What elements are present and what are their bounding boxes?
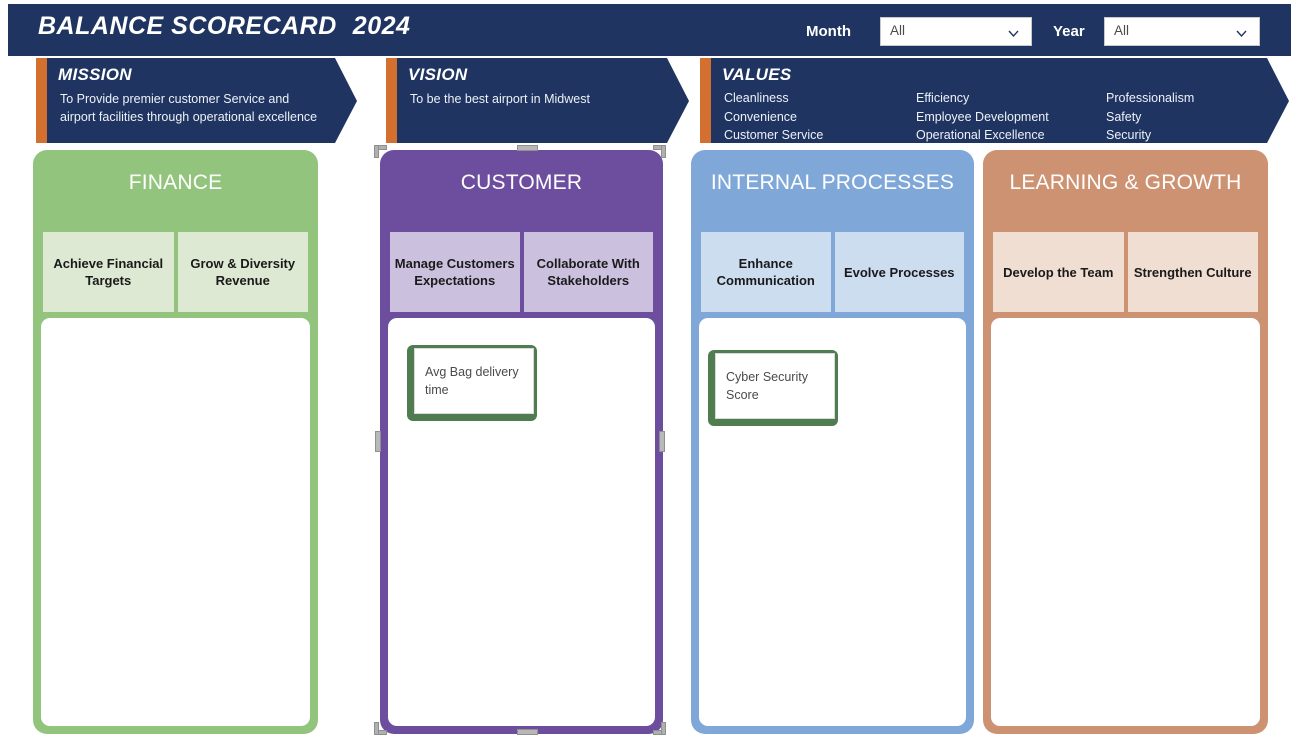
kpi-label: Cyber Security Score xyxy=(726,370,808,402)
value-item: Professionalism xyxy=(1106,91,1195,105)
vision-title: VISION xyxy=(408,65,468,84)
values-columns: Cleanliness Convenience Customer Service… xyxy=(724,89,1264,145)
kpi-panel-internal-processes: Cyber Security Score xyxy=(699,318,966,726)
value-item: Safety xyxy=(1106,109,1142,124)
objective-tile[interactable]: Collaborate With Stakeholders xyxy=(523,232,653,312)
kpi-label: Avg Bag delivery time xyxy=(425,365,519,397)
kpi-panel-customer: Avg Bag delivery time xyxy=(388,318,655,726)
objective-label: Manage Customers Expectations xyxy=(394,256,515,288)
banner-arrow-point xyxy=(1267,58,1289,143)
value-item: Employee Development xyxy=(916,109,1049,124)
value-item: Cleanliness xyxy=(724,91,789,105)
perspective-title-learning-growth: LEARNING & GROWTH xyxy=(1009,171,1242,194)
resize-handle-top-right[interactable] xyxy=(653,145,666,158)
banner-accent-bar xyxy=(700,58,711,143)
perspective-title-customer: CUSTOMER xyxy=(460,171,583,194)
resize-handle-top[interactable] xyxy=(517,145,538,151)
perspective-title-finance: FINANCE xyxy=(128,171,223,194)
month-filter-dropdown[interactable]: All xyxy=(880,17,1032,46)
resize-handle-bottom-right[interactable] xyxy=(653,722,666,735)
objective-label: Collaborate With Stakeholders xyxy=(536,256,640,288)
value-item: Efficiency xyxy=(916,91,970,105)
banner-accent-bar xyxy=(36,58,47,143)
objective-tile[interactable]: Achieve Financial Targets xyxy=(43,232,174,312)
resize-handle-top-left[interactable] xyxy=(374,145,387,158)
objective-tile[interactable]: Manage Customers Expectations xyxy=(390,232,520,312)
objective-tile[interactable]: Develop the Team xyxy=(993,232,1124,312)
kpi-tile-cyber-security-score[interactable]: Cyber Security Score xyxy=(708,350,838,426)
kpi-panel-learning-growth xyxy=(991,318,1260,726)
objective-tile[interactable]: Enhance Communication xyxy=(701,232,831,312)
kpi-panel-finance xyxy=(41,318,310,726)
objective-tile[interactable]: Grow & Diversity Revenue xyxy=(177,232,308,312)
objective-tile[interactable]: Evolve Processes xyxy=(834,232,964,312)
objective-label: Enhance Communication xyxy=(716,256,815,288)
kpi-tile-avg-bag-delivery-time[interactable]: Avg Bag delivery time xyxy=(407,345,537,421)
value-item: Convenience xyxy=(724,109,797,124)
value-item: Operational Excellence xyxy=(916,128,1045,142)
header-bar: BALANCE SCORECARD 2024 Month All Year All xyxy=(8,4,1291,56)
chevron-down-icon xyxy=(1008,28,1019,39)
objective-list-learning-growth: Develop the Team Strengthen Culture xyxy=(993,232,1258,312)
perspective-card-finance[interactable]: FINANCE Achieve Financial Targets Grow &… xyxy=(33,150,318,734)
page-title-year: 2024 xyxy=(352,12,411,40)
values-title: VALUES xyxy=(722,65,792,84)
vision-banner: VISION To be the best airport in Midwest xyxy=(386,58,689,143)
kpi-tile-inner: Avg Bag delivery time xyxy=(414,348,534,414)
value-item: Customer Service xyxy=(724,128,824,142)
year-filter-dropdown[interactable]: All xyxy=(1104,17,1260,46)
page-title-text: BALANCE SCORECARD xyxy=(38,12,337,40)
perspective-card-internal-processes[interactable]: INTERNAL PROCESSES Enhance Communication… xyxy=(691,150,974,734)
resize-handle-right[interactable] xyxy=(659,431,665,452)
chevron-down-icon xyxy=(1236,28,1247,39)
mission-text: To Provide premier customer Service and … xyxy=(60,92,318,124)
values-column-3: Professionalism Safety Security xyxy=(1106,89,1264,145)
resize-handle-bottom[interactable] xyxy=(517,729,538,735)
values-column-2: Efficiency Employee Development Operatio… xyxy=(916,89,1106,145)
perspective-card-learning-growth[interactable]: LEARNING & GROWTH Develop the Team Stren… xyxy=(983,150,1268,734)
values-banner: VALUES Cleanliness Convenience Customer … xyxy=(700,58,1289,145)
page-title: BALANCE SCORECARD 2024 xyxy=(38,12,410,41)
year-filter-value: All xyxy=(1114,23,1130,38)
banner-arrow-point xyxy=(667,58,689,143)
objective-list-customer: Manage Customers Expectations Collaborat… xyxy=(390,232,653,312)
banner-arrow-point xyxy=(335,58,357,143)
mission-banner: MISSION To Provide premier customer Serv… xyxy=(36,58,357,143)
objective-label: Strengthen Culture xyxy=(1133,264,1252,280)
perspective-title-internal-processes: INTERNAL PROCESSES xyxy=(710,171,955,194)
objective-label: Grow & Diversity Revenue xyxy=(190,256,296,288)
objective-label: Achieve Financial Targets xyxy=(53,256,164,288)
month-filter-label: Month xyxy=(806,23,851,40)
objective-list-internal-processes: Enhance Communication Evolve Processes xyxy=(701,232,964,312)
banner-accent-bar xyxy=(386,58,397,143)
perspective-card-customer[interactable]: CUSTOMER Manage Customers Expectations C… xyxy=(380,150,663,734)
objective-label: Evolve Processes xyxy=(843,264,955,280)
objective-tile[interactable]: Strengthen Culture xyxy=(1127,232,1258,312)
resize-handle-bottom-left[interactable] xyxy=(374,722,387,735)
value-item: Security xyxy=(1106,128,1152,142)
resize-handle-left[interactable] xyxy=(375,431,381,452)
objective-label: Develop the Team xyxy=(1003,264,1114,280)
month-filter-value: All xyxy=(890,23,906,38)
mission-title: MISSION xyxy=(58,65,132,84)
vision-text: To be the best airport in Midwest xyxy=(410,92,590,106)
values-column-1: Cleanliness Convenience Customer Service xyxy=(724,89,916,145)
year-filter-label: Year xyxy=(1053,23,1085,40)
objective-list-finance: Achieve Financial Targets Grow & Diversi… xyxy=(43,232,308,312)
kpi-tile-inner: Cyber Security Score xyxy=(715,353,835,419)
